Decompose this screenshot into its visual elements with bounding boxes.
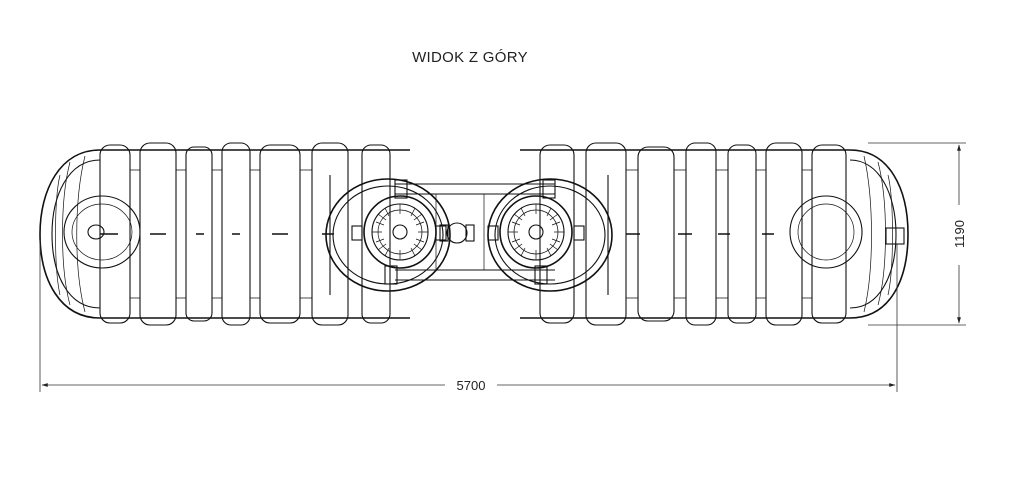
length-dimension: 5700 <box>39 240 898 393</box>
left-hatch-cover <box>351 195 447 269</box>
tank-connector <box>384 179 556 285</box>
width-dimension-label: 1190 <box>952 220 967 248</box>
length-dimension-label: 5700 <box>457 378 486 393</box>
left-inlet-dome <box>63 195 141 269</box>
right-tank <box>487 142 909 326</box>
left-access-opening <box>325 175 451 295</box>
right-outlet-dome <box>789 195 863 269</box>
right-access-opening <box>487 175 613 295</box>
right-tank-ribs <box>539 142 847 326</box>
width-dimension: 1190 <box>868 142 967 326</box>
left-tank <box>39 142 451 326</box>
left-tank-ribs <box>99 142 391 326</box>
drawing-title: WIDOK Z GÓRY <box>412 49 528 66</box>
right-hatch-cover <box>487 195 585 269</box>
